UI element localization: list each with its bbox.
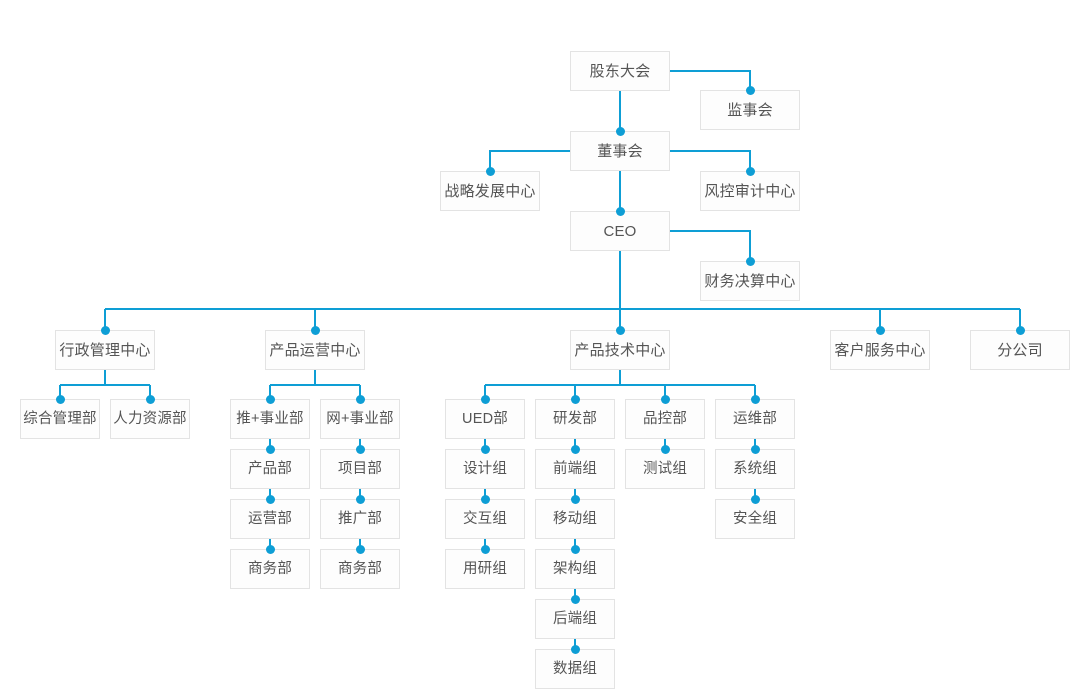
dot-general-management-dept [55,394,65,404]
dot-board-of-directors [615,126,625,136]
dot-wang-plus-division [355,394,365,404]
dot-security-group [750,494,760,504]
dot-business-dept-a [265,544,275,554]
edge-shareholders-to-supervisors [670,70,751,90]
dot-business-dept-b [355,544,365,554]
dot-human-resources-dept [145,394,155,404]
dot-board-of-supervisors [745,85,755,95]
node-board-of-supervisors[interactable]: 监事会 [700,90,800,130]
dot-data-group [570,644,580,654]
dot-product-operation-center [310,325,320,335]
dot-operation-dept [265,494,275,504]
node-operations-maintenance-dept[interactable]: 运维部 [715,399,795,439]
dot-branch-company [1015,325,1025,335]
dot-frontend-group [570,444,580,454]
dot-testing-group [660,444,670,454]
node-strategy-development-center[interactable]: 战略发展中心 [440,171,540,211]
dot-interaction-group [480,494,490,504]
node-promotion-dept[interactable]: 推广部 [320,499,400,539]
edge-board-directors-to-risk-audit [670,150,751,171]
node-tui-plus-division[interactable]: 推+事业部 [230,399,310,439]
dot-backend-group [570,594,580,604]
node-data-group[interactable]: 数据组 [535,649,615,689]
dot-tui-plus-division [265,394,275,404]
node-architecture-group[interactable]: 架构组 [535,549,615,589]
dot-project-dept [355,444,365,454]
dot-product-technology-center [615,325,625,335]
node-backend-group[interactable]: 后端组 [535,599,615,639]
dot-admin-management-center [100,325,110,335]
dot-rd-dept [570,394,580,404]
node-project-dept[interactable]: 项目部 [320,449,400,489]
node-business-dept-b[interactable]: 商务部 [320,549,400,589]
node-testing-group[interactable]: 测试组 [625,449,705,489]
dot-architecture-group [570,544,580,554]
node-human-resources-dept[interactable]: 人力资源部 [110,399,190,439]
node-shareholders-meeting[interactable]: 股东大会 [570,51,670,91]
node-quality-control-dept[interactable]: 品控部 [625,399,705,439]
dot-promotion-dept [355,494,365,504]
dot-quality-control-dept [660,394,670,404]
node-operation-dept[interactable]: 运营部 [230,499,310,539]
node-interaction-group[interactable]: 交互组 [445,499,525,539]
node-wang-plus-division[interactable]: 网+事业部 [320,399,400,439]
node-security-group[interactable]: 安全组 [715,499,795,539]
node-product-dept[interactable]: 产品部 [230,449,310,489]
node-finance-settlement-center[interactable]: 财务决算中心 [700,261,800,301]
dot-system-group [750,444,760,454]
node-ceo[interactable]: CEO [570,211,670,251]
dot-customer-service-center [875,325,885,335]
node-frontend-group[interactable]: 前端组 [535,449,615,489]
node-admin-management-center[interactable]: 行政管理中心 [55,330,155,370]
node-system-group[interactable]: 系统组 [715,449,795,489]
dot-mobile-group [570,494,580,504]
dot-user-research-group [480,544,490,554]
edge-ceo-to-finance [670,230,751,261]
node-branch-company[interactable]: 分公司 [970,330,1070,370]
node-design-group[interactable]: 设计组 [445,449,525,489]
node-rd-dept[interactable]: 研发部 [535,399,615,439]
dot-ceo [615,206,625,216]
dot-operations-maintenance-dept [750,394,760,404]
node-board-of-directors[interactable]: 董事会 [570,131,670,171]
dot-finance-settlement-center [745,256,755,266]
edge-board-directors-to-strategy [489,150,570,171]
node-risk-control-audit-center[interactable]: 风控审计中心 [700,171,800,211]
node-user-research-group[interactable]: 用研组 [445,549,525,589]
dot-risk-control-audit-center [745,166,755,176]
dot-product-dept [265,444,275,454]
node-general-management-dept[interactable]: 综合管理部 [20,399,100,439]
node-product-operation-center[interactable]: 产品运营中心 [265,330,365,370]
node-mobile-group[interactable]: 移动组 [535,499,615,539]
node-product-technology-center[interactable]: 产品技术中心 [570,330,670,370]
node-ued-dept[interactable]: UED部 [445,399,525,439]
dot-strategy-development-center [485,166,495,176]
node-customer-service-center[interactable]: 客户服务中心 [830,330,930,370]
node-business-dept-a[interactable]: 商务部 [230,549,310,589]
dot-design-group [480,444,490,454]
dot-ued-dept [480,394,490,404]
